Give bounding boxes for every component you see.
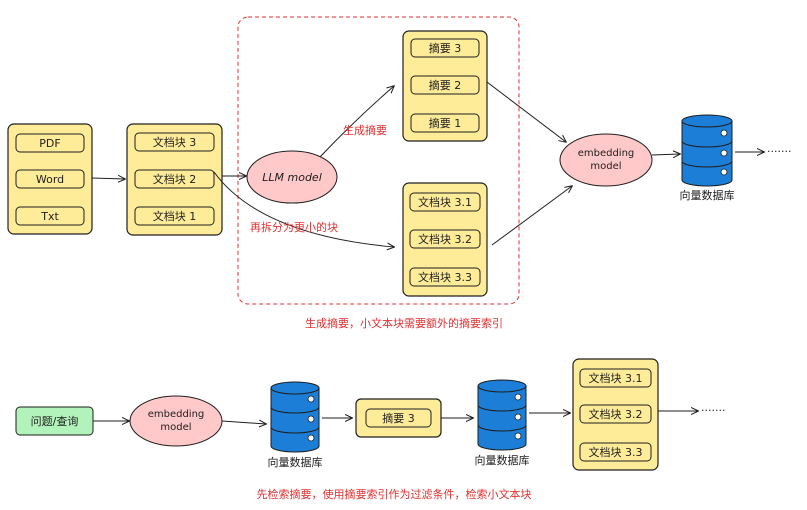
embedding-top-line2: model (590, 161, 621, 172)
result-chunk-3-2[interactable]: 文档块 3.2 (579, 404, 652, 424)
subchunk-3-3[interactable]: 文档块 3.3 (409, 267, 481, 287)
db-indicator (514, 432, 522, 440)
query-label: 问题/查询 (31, 414, 79, 428)
label-resplit: 再拆分为更小的块 (250, 220, 338, 234)
retrieved-summary-3-label: 摘要 3 (382, 411, 415, 425)
continuation-bottom: ······· (701, 404, 725, 417)
retrieved-summary-container: 摘要 3 (355, 398, 442, 438)
summary-1[interactable]: 摘要 1 (410, 113, 480, 133)
source-txt[interactable]: Txt (15, 206, 85, 226)
chunk-2-label: 文档块 2 (153, 172, 197, 186)
continuation-top: ······· (767, 145, 791, 158)
db-indicator (720, 129, 728, 137)
embedding-bottom-line1: embedding (148, 409, 205, 420)
arrow-sources-to-chunks (91, 178, 125, 179)
source-word-label: Word (36, 173, 64, 186)
vector-database-top[interactable] (681, 114, 733, 187)
retrieved-summary-3[interactable]: 摘要 3 (365, 408, 432, 428)
source-pdf-label: PDF (39, 137, 60, 150)
db-top-label: 向量数据库 (680, 188, 735, 202)
embedding-top-line1: embedding (578, 148, 635, 159)
chunk-1[interactable]: 文档块 1 (134, 206, 215, 226)
embedding-model-node-bottom[interactable]: embedding model (129, 395, 223, 447)
result-chunk-3-1-label: 文档块 3.1 (589, 371, 643, 385)
subchunks-container: 文档块 3.1 文档块 3.2 文档块 3.3 (402, 182, 488, 297)
summary-2[interactable]: 摘要 2 (410, 75, 480, 95)
chunk-1-label: 文档块 1 (153, 209, 197, 223)
result-chunk-3-1[interactable]: 文档块 3.1 (579, 368, 652, 388)
vector-database-bottom-1[interactable] (270, 381, 320, 453)
summary-2-label: 摘要 2 (429, 78, 462, 92)
source-documents-container: PDF Word Txt (7, 123, 93, 235)
db-indicator (307, 395, 315, 403)
source-pdf[interactable]: PDF (15, 133, 85, 153)
result-chunk-3-3[interactable]: 文档块 3.3 (579, 442, 652, 462)
db-indicator (514, 413, 522, 421)
query-node[interactable]: 问题/查询 (15, 406, 94, 436)
arrow-embedding-to-db1 (221, 421, 266, 424)
arrow-subchunks-to-embedding (491, 186, 572, 246)
summaries-container: 摘要 3 摘要 2 摘要 1 (402, 30, 488, 142)
embedding-bottom-line2: model (160, 422, 191, 433)
arrow-split-to-subchunks (213, 171, 394, 247)
arrow-embedding-to-db-top (651, 154, 680, 155)
retrieved-chunks-container: 文档块 3.1 文档块 3.2 文档块 3.3 (572, 358, 659, 471)
source-txt-label: Txt (40, 210, 59, 223)
vector-database-bottom-2[interactable] (477, 379, 527, 451)
caption-bottom: 先检索摘要，使用摘要索引作为过滤条件，检索小文本块 (257, 487, 532, 501)
arrow-llm-to-summaries (319, 86, 394, 158)
result-chunk-3-3-label: 文档块 3.3 (589, 445, 643, 459)
result-chunk-3-2-label: 文档块 3.2 (589, 407, 643, 421)
source-word[interactable]: Word (15, 169, 85, 189)
chunk-3[interactable]: 文档块 3 (134, 132, 215, 152)
db-indicator (720, 149, 728, 157)
db-bottom-2-label: 向量数据库 (475, 453, 530, 467)
document-chunks-container: 文档块 3 文档块 2 文档块 1 (126, 123, 223, 236)
db-indicator (307, 415, 315, 423)
subchunk-3-1-label: 文档块 3.1 (418, 195, 472, 209)
subchunk-3-1[interactable]: 文档块 3.1 (409, 192, 481, 212)
db-bottom-1-label: 向量数据库 (268, 455, 323, 469)
summary-1-label: 摘要 1 (429, 116, 462, 130)
arrow-summaries-to-embedding (486, 81, 566, 142)
chunk-3-label: 文档块 3 (153, 135, 197, 149)
db-indicator (307, 434, 315, 442)
subchunk-3-2[interactable]: 文档块 3.2 (409, 229, 481, 249)
db-indicator (720, 168, 728, 176)
caption-top: 生成摘要，小文本块需要额外的摘要索引 (305, 316, 503, 330)
chunk-2[interactable]: 文档块 2 (134, 169, 215, 189)
subchunk-3-2-label: 文档块 3.2 (418, 232, 472, 246)
summarization-group-frame (237, 16, 520, 305)
summary-3[interactable]: 摘要 3 (410, 38, 480, 58)
label-generate-summary: 生成摘要 (343, 123, 387, 137)
db-indicator (514, 393, 522, 401)
llm-model-node[interactable]: LLM model (246, 150, 338, 204)
subchunk-3-3-label: 文档块 3.3 (418, 270, 472, 284)
summary-3-label: 摘要 3 (429, 41, 462, 55)
embedding-model-node-top[interactable]: embedding model (559, 133, 653, 187)
llm-model-label: LLM model (262, 171, 322, 184)
